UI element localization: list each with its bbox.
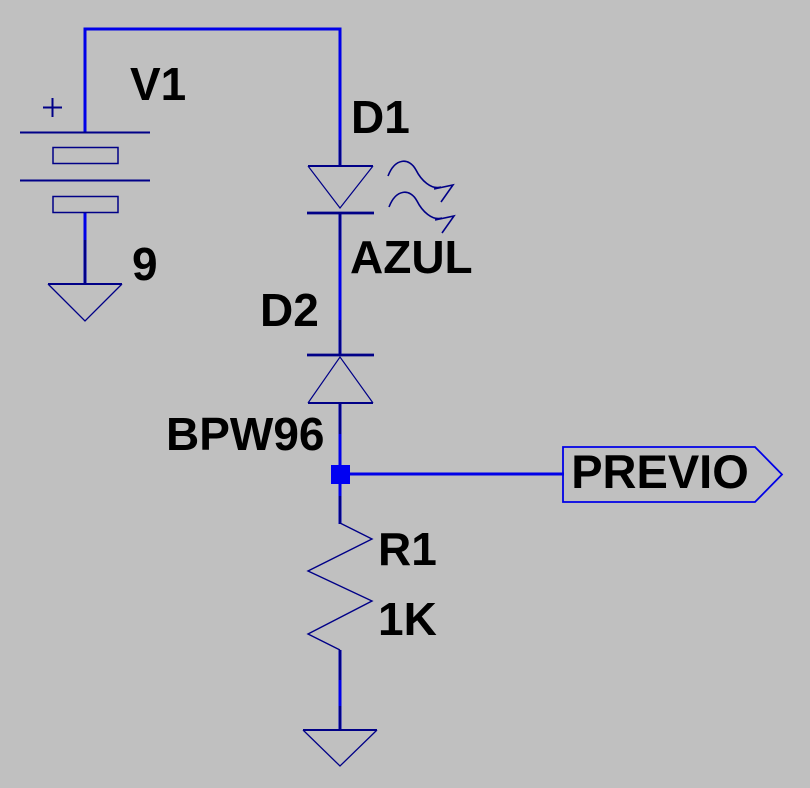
led-value-label: AZUL bbox=[350, 231, 473, 283]
photodiode-symbol[interactable] bbox=[307, 353, 374, 404]
ground-symbol-battery[interactable] bbox=[47, 283, 123, 322]
battery-cell-top bbox=[52, 146, 119, 165]
resistor-ref-label: R1 bbox=[378, 523, 437, 575]
light-emission-arrows-icon bbox=[387, 160, 456, 234]
battery-symbol[interactable] bbox=[20, 98, 150, 214]
battery-value-label: 9 bbox=[132, 238, 158, 290]
resistor-value-label: 1K bbox=[378, 593, 437, 645]
led-symbol[interactable] bbox=[307, 160, 456, 234]
plus-sign-icon bbox=[43, 98, 62, 117]
ground-symbol-resistor[interactable] bbox=[302, 729, 378, 767]
battery-cell-bottom bbox=[52, 195, 119, 214]
resistor-symbol[interactable] bbox=[306, 522, 374, 651]
component-pins bbox=[83, 140, 342, 730]
d1-anode-triangle bbox=[307, 165, 374, 209]
d2-anode-triangle bbox=[307, 355, 374, 404]
output-flag-label: PREVIO bbox=[571, 445, 749, 498]
junction-dot[interactable] bbox=[331, 465, 350, 484]
battery-ref-label: V1 bbox=[130, 58, 187, 110]
output-flag-outline[interactable] bbox=[562, 446, 784, 503]
photodiode-value-label: BPW96 bbox=[166, 408, 325, 460]
led-ref-label: D1 bbox=[351, 91, 410, 143]
ground-triangle-icon bbox=[47, 283, 123, 322]
r1-zigzag bbox=[306, 522, 374, 651]
ground-triangle-icon bbox=[302, 729, 378, 767]
photodiode-ref-label: D2 bbox=[260, 284, 319, 336]
